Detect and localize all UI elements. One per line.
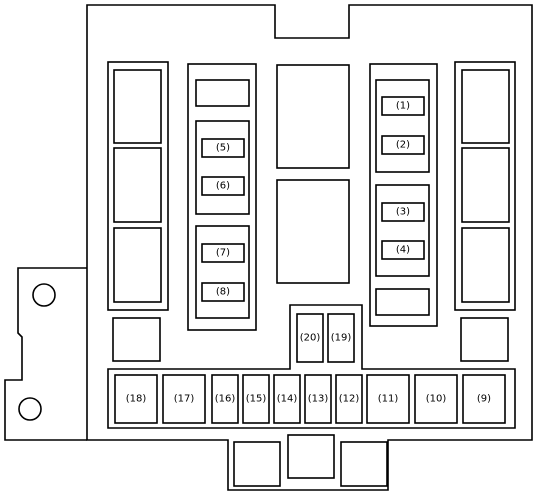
fuse-17-label: (17) [174,394,195,405]
fuse-16: (16) [211,374,239,424]
fuse-20-label: (20) [300,333,321,344]
fuse-1: (1) [381,96,425,116]
fuse-19-label: (19) [331,333,352,344]
left-relay-3 [113,227,162,303]
mounting-bracket [4,267,87,441]
left-fuse-column [187,63,257,331]
bottom-connector-right [340,441,388,487]
left-relay-1 [113,69,162,144]
fuse-7-label: (7) [216,248,230,259]
fuse-2-label: (2) [396,140,410,151]
fuse-5-label: (5) [216,143,230,154]
right-relay-3 [461,227,510,303]
left-column-top-block [195,79,250,107]
right-relay-2 [461,147,510,223]
left-small-block [112,317,161,362]
fuse-4: (4) [381,240,425,260]
fuse-19: (19) [327,313,355,363]
fuse-9: (9) [462,374,506,424]
fuse-16-label: (16) [215,394,236,405]
fuse-12: (12) [335,374,363,424]
fuse-15-label: (15) [246,394,267,405]
fuse-20: (20) [296,313,324,363]
fuse-group-3-4 [375,184,430,277]
fuse-8: (8) [201,282,245,302]
left-relay-2 [113,147,162,223]
right-column-bottom-block [375,288,430,316]
fuse-13-label: (13) [308,394,329,405]
fuse-18: (18) [114,374,158,424]
fuse-14-label: (14) [277,394,298,405]
fuse-10: (10) [414,374,458,424]
fuse-11-label: (11) [378,394,399,405]
bottom-fuse-strip [107,304,516,429]
right-small-block [460,317,509,362]
fuse-12-label: (12) [339,394,360,405]
center-relay-lower [276,179,350,284]
mounting-hole-upper [32,283,56,307]
fuse-group-5-6 [195,120,250,215]
fuse-group-1-2 [375,79,430,173]
fuse-3-label: (3) [396,207,410,218]
fuse-17: (17) [162,374,206,424]
bottom-connector-left [233,441,281,487]
fuse-10-label: (10) [426,394,447,405]
fuse-7: (7) [201,243,245,263]
fuse-2: (2) [381,135,425,155]
right-fuse-column [369,63,438,327]
fuse-15: (15) [242,374,270,424]
center-relay-upper [276,64,350,169]
mounting-hole-lower [18,397,42,421]
right-relay-column [454,61,516,311]
fuse-5: (5) [201,138,245,158]
fuse-8-label: (8) [216,287,230,298]
fuse-13: (13) [304,374,332,424]
fuse-6-label: (6) [216,181,230,192]
fuse-3: (3) [381,202,425,222]
fuse-18-label: (18) [126,394,147,405]
right-relay-1 [461,69,510,144]
fuse-4-label: (4) [396,245,410,256]
fuse-6: (6) [201,176,245,196]
fuse-11: (11) [366,374,410,424]
bottom-connector-middle [287,434,335,479]
left-relay-column [107,61,169,311]
fuse-9-label: (9) [477,394,491,405]
fuse-14: (14) [273,374,301,424]
housing-outline [86,4,533,491]
fuse-group-7-8 [195,225,250,319]
fuse-1-label: (1) [396,101,410,112]
